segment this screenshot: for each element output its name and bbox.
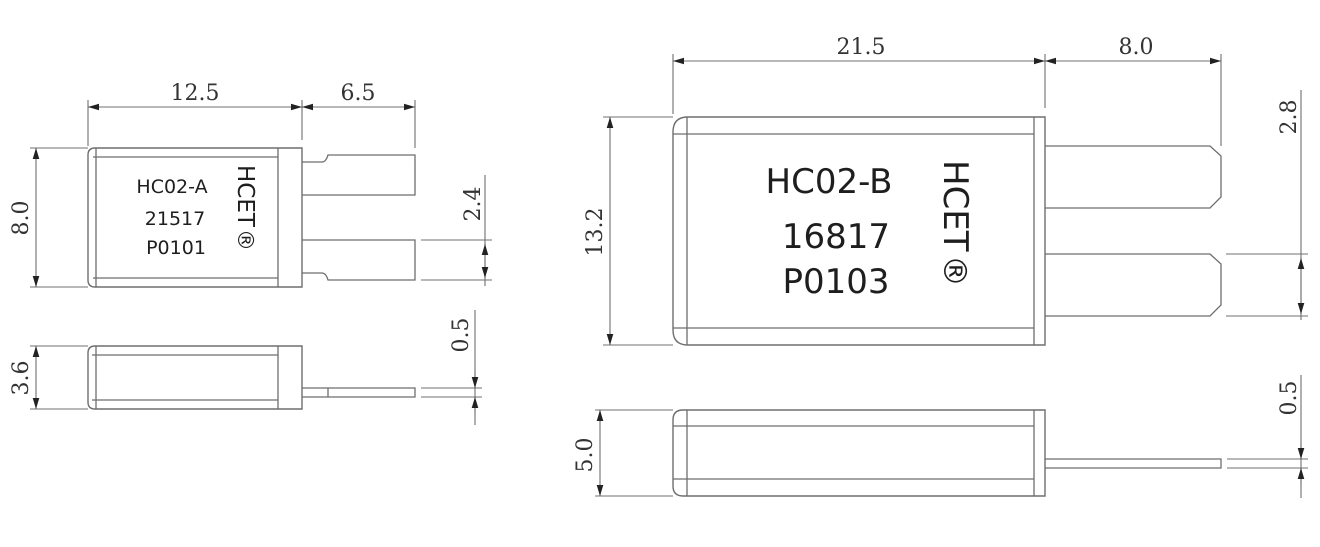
hc02b-temp-code: 16817	[782, 217, 890, 257]
hc02b-dim-body-length: 21.5	[837, 35, 886, 60]
hc02b-side-view: 5.0 0.5	[573, 375, 1308, 498]
hc02b-body	[672, 116, 1046, 346]
hc02a-temp-code: 21517	[145, 208, 205, 230]
hc02a-dim-thickness: 3.6	[9, 361, 34, 396]
hc02b-side-lead	[1045, 458, 1222, 469]
hc02a-part-code: P0101	[146, 237, 206, 259]
hc02b-part-code: P0103	[782, 262, 889, 302]
registered-trademark-icon: ®	[936, 255, 974, 287]
hc02b-dim-thickness: 5.0	[573, 438, 598, 473]
hc02a-model-label: HC02-A	[136, 176, 207, 198]
hc02b-brand-mark: HCET ®	[935, 160, 975, 287]
registered-trademark-icon: ®	[232, 229, 257, 251]
hc02a-brand-text: HCET	[232, 165, 258, 228]
hc02a-side-view: 3.6 0.5	[9, 310, 482, 425]
hc02b-dim-body-width: 13.2	[583, 208, 608, 257]
hc02b-dim-lead-length: 8.0	[1119, 35, 1154, 60]
hc02a-lead-lower	[302, 239, 416, 281]
hc02a-dim-lead-width: 2.4	[461, 187, 486, 222]
hc02a-dim-body-width: 8.0	[9, 201, 34, 236]
hc02b-lead-lower	[1045, 253, 1222, 317]
hc02a-body	[87, 147, 303, 288]
hc02b-dim-lead-width: 2.8	[1277, 100, 1302, 135]
hc02b-lead-upper	[1045, 145, 1222, 209]
hc02a-dim-lead-length: 6.5	[341, 81, 376, 106]
hc02a-side-lead	[302, 387, 416, 398]
hc02a-top-view: HC02-A 21517 P0101 HCET ® 12.5 6.5 8.0 2…	[9, 81, 492, 288]
hc02a-lead-upper	[302, 154, 416, 196]
hc02b-dim-lead-thickness: 0.5	[1277, 381, 1302, 416]
hc02b-top-view: HC02-B 16817 P0103 HCET ® 21.5 8.0 13.2 …	[583, 35, 1308, 346]
hc02a-dim-body-length: 12.5	[171, 81, 220, 106]
hc02a-dim-lead-thickness: 0.5	[449, 318, 474, 353]
hc02b-brand-text: HCET	[935, 160, 975, 252]
hc02b-model-label: HC02-B	[766, 162, 893, 202]
hc02a-brand-mark: HCET ®	[232, 165, 258, 251]
